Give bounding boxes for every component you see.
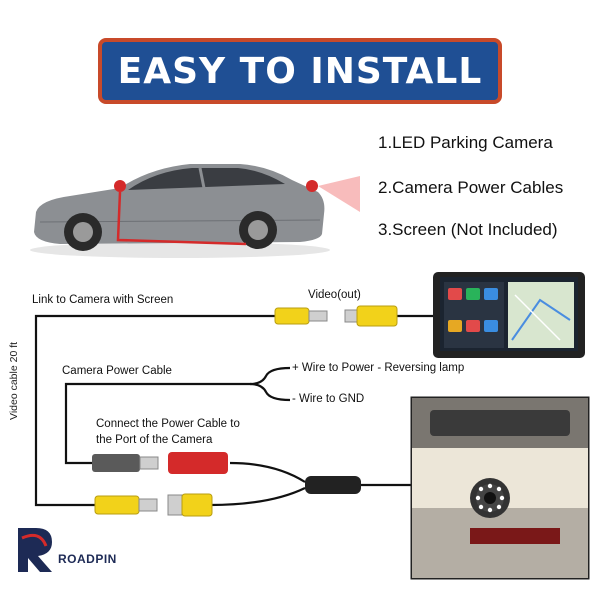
item-led-camera: 1.LED Parking Camera [378, 133, 553, 152]
label-video-cable: Video cable 20 ft [8, 341, 20, 420]
item-screen: 3.Screen (Not Included) [378, 220, 558, 239]
label-wire-gnd: - Wire to GND [292, 393, 365, 405]
label-power-cable: Camera Power Cable [62, 365, 172, 377]
label-link-camera: Link to Camera with Screen [32, 294, 174, 306]
rear-camera-photo [410, 396, 590, 580]
dc-connectors [92, 452, 228, 474]
label-video-out: Video(out) [308, 289, 361, 301]
item-power-cables: 2.Camera Power Cables [378, 178, 564, 197]
banner-title: EASY TO INSTALL [117, 50, 483, 92]
car-illustration [30, 164, 360, 258]
brand-name: ROADPIN [58, 552, 117, 566]
head-unit-screen [433, 272, 585, 358]
brand-logo [18, 528, 52, 572]
cables [34, 314, 440, 507]
label-wire-power: + Wire to Power - Reversing lamp [292, 362, 465, 374]
label-connect-line2: the Port of the Camera [96, 434, 213, 446]
rca-connector-top [274, 305, 398, 327]
title-banner: EASY TO INSTALL [98, 38, 502, 104]
junction-box [305, 476, 361, 494]
rca-connector-bottom [94, 493, 213, 517]
label-connect-line1: Connect the Power Cable to [96, 418, 240, 430]
